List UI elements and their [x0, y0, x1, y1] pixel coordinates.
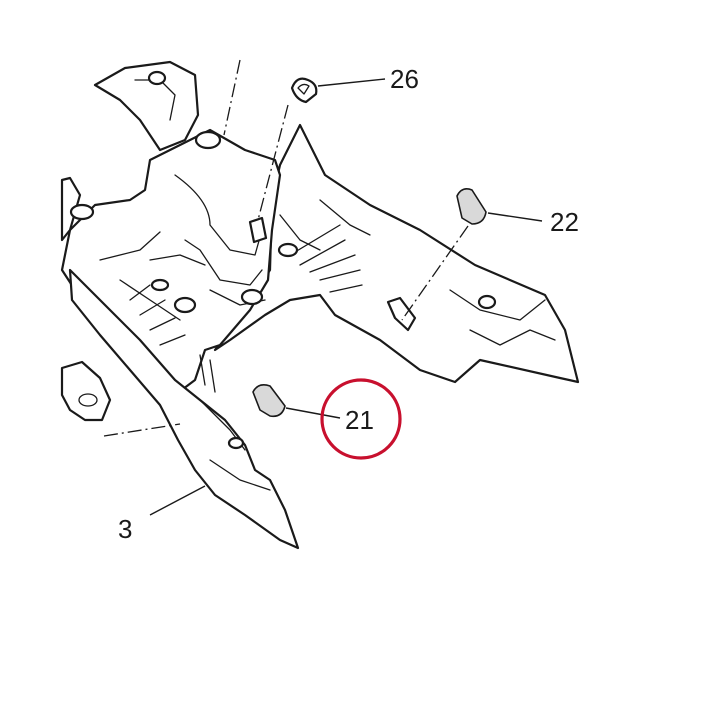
boss-center [240, 288, 264, 306]
highlight-circle-21 [320, 378, 402, 460]
part-21-pad [252, 384, 286, 418]
part-22-pad [456, 188, 487, 225]
part-26-clip [290, 77, 318, 104]
frame-lower-arm [68, 268, 300, 550]
detached-grommet [60, 360, 112, 422]
boss-lower [227, 436, 245, 450]
nut-right [477, 294, 497, 310]
assembly-line-grommet [103, 423, 181, 437]
assembly-line-22 [401, 225, 469, 321]
assembly-line-top [223, 59, 241, 136]
callout-22: 22 [550, 207, 579, 237]
assembly-line-26 [257, 104, 289, 221]
frame-clip-slot [386, 296, 417, 332]
boss-top [194, 130, 222, 150]
leader-21 [285, 407, 341, 419]
boss-left [69, 203, 95, 221]
boss-upper-bracket [147, 70, 167, 86]
leader-22 [487, 212, 543, 222]
callout-3: 3 [118, 514, 132, 544]
callout-26: 26 [390, 64, 419, 94]
frame-center-body [60, 128, 282, 397]
main-frame-assembly [60, 60, 580, 550]
frame-upper-bracket [93, 60, 200, 152]
leader-26 [317, 78, 386, 87]
callout-21: 21 [345, 405, 374, 435]
boss-center-left [173, 296, 197, 314]
boss-small [150, 278, 170, 292]
boss-center-right [277, 242, 299, 258]
frame-clip-slot-upper [248, 216, 268, 244]
leader-3 [149, 485, 206, 516]
